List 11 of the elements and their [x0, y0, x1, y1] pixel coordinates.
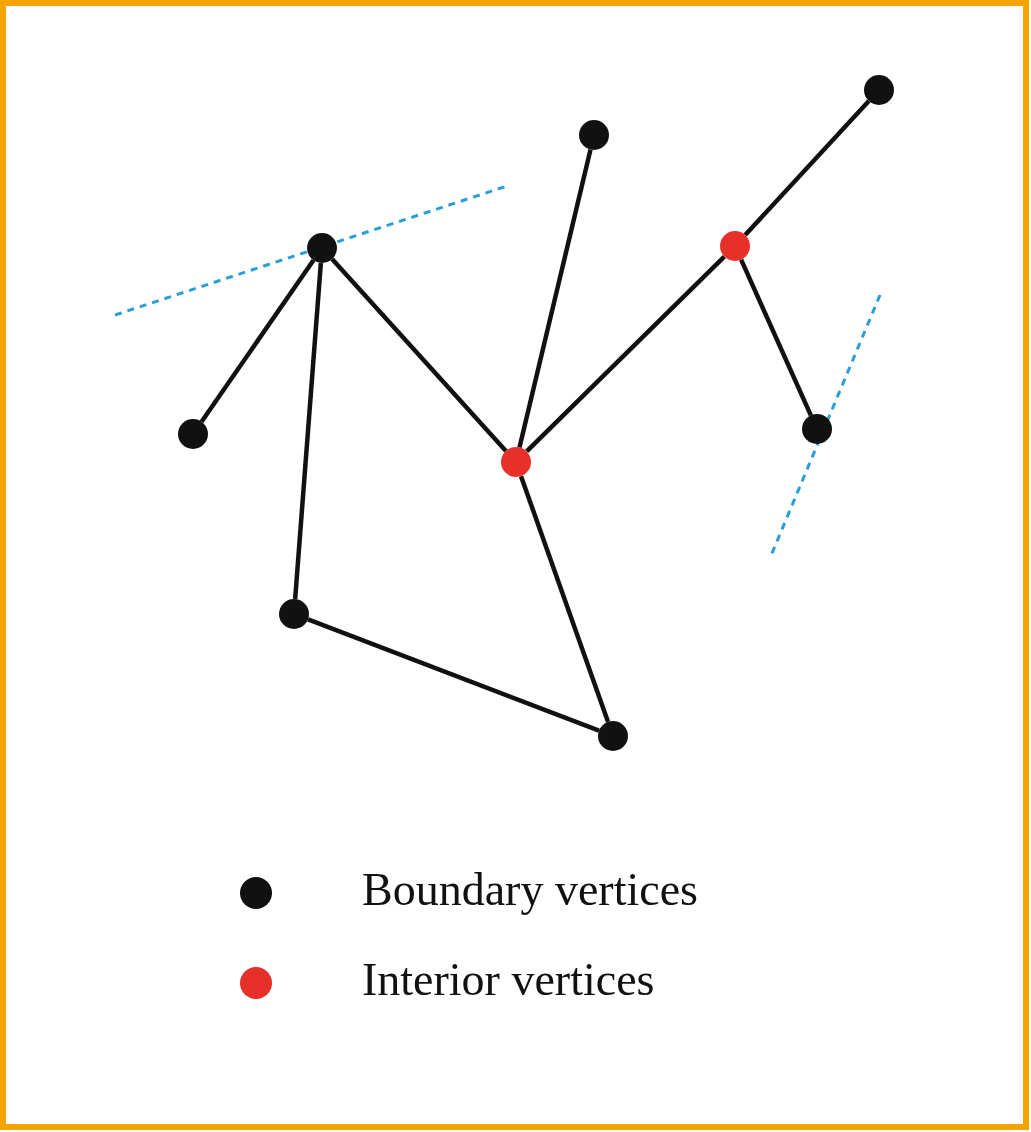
edge-line	[739, 258, 813, 417]
edge-line	[517, 149, 593, 448]
edge-line	[292, 262, 324, 600]
edge-line	[743, 99, 871, 237]
legend-label: Interior vertices	[362, 953, 655, 1007]
edge-line	[307, 617, 600, 733]
edge-line	[199, 259, 316, 423]
edge-line	[330, 257, 508, 453]
legend-label: Boundary vertices	[362, 863, 698, 917]
edge-line	[525, 254, 726, 454]
edge-line	[518, 475, 611, 723]
